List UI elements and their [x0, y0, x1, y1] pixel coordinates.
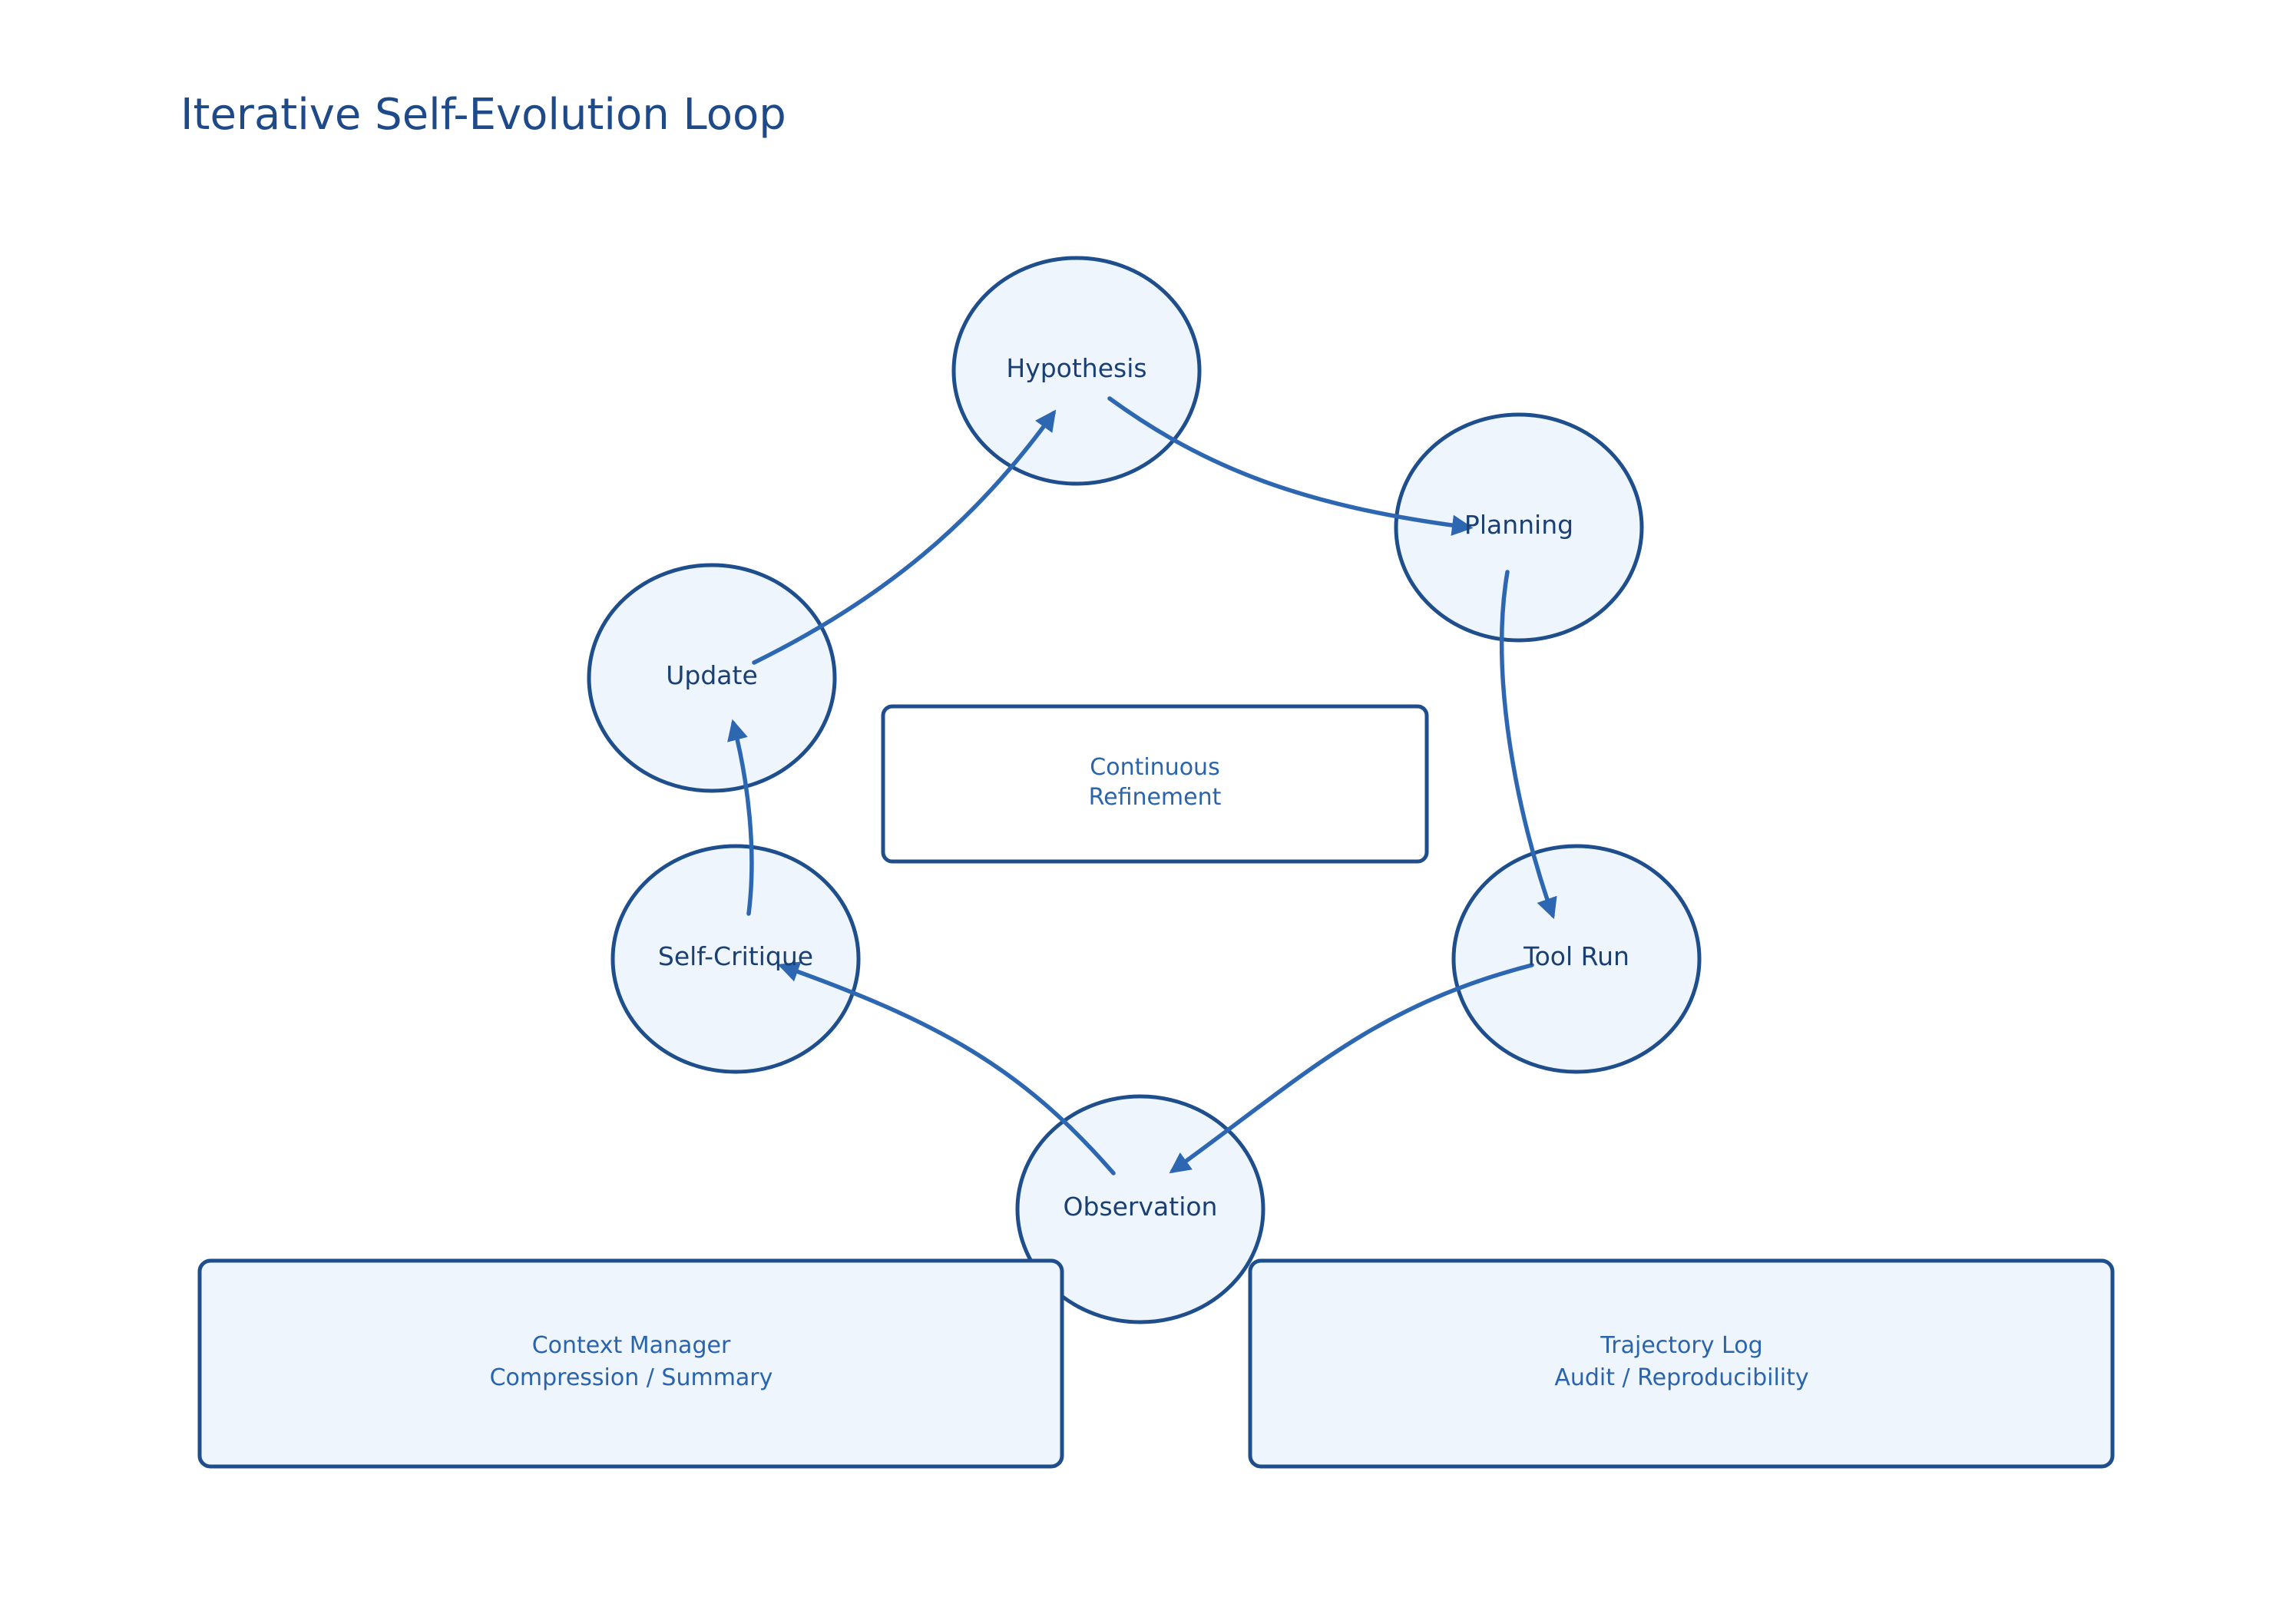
node-self-critique-label: Self-Critique [658, 941, 813, 971]
node-hypothesis-shape [951, 256, 1202, 486]
trajectory-log-box-shape [1248, 1258, 2115, 1469]
node-planning[interactable] [1394, 412, 1644, 643]
trajectory-log-box[interactable]: Trajectory Log Audit / Reproducibility [1248, 1258, 2115, 1469]
node-tool-run-shape [1451, 844, 1702, 1074]
node-update-shape [587, 563, 837, 793]
node-tool-run[interactable] [1451, 844, 1702, 1074]
diagram-title: Iterative Self-Evolution Loop [180, 90, 786, 140]
node-self-critique-shape [610, 844, 861, 1074]
center-box-shape [881, 704, 1429, 864]
context-manager-box[interactable]: Context Manager Compression / Summary [197, 1258, 1064, 1469]
node-observation[interactable] [1015, 1094, 1265, 1324]
center-box[interactable]: Continuous Refinement [881, 704, 1429, 864]
node-observation-shape [1015, 1094, 1265, 1324]
edge-self-critique-to-update [727, 719, 754, 916]
node-hypothesis[interactable] [951, 256, 1202, 486]
trajectory-log-box-line-2: Audit / Reproducibility [1554, 1364, 1808, 1391]
node-tool-run-label: Tool Run [1523, 941, 1629, 971]
edge-tool-run-to-observation [1169, 963, 1534, 1174]
node-planning-shape [1394, 412, 1644, 643]
node-update[interactable] [587, 563, 837, 793]
node-observation-label: Observation [1064, 1192, 1218, 1222]
trajectory-log-box-line-1: Trajectory Log [1600, 1332, 1762, 1359]
edge-update-to-hypothesis [752, 409, 1057, 665]
edge-observation-to-self-critique [777, 961, 1116, 1175]
center-box-line-2: Refinement [1089, 784, 1222, 811]
context-manager-box-shape [197, 1258, 1064, 1469]
node-self-critique[interactable] [610, 844, 861, 1074]
node-planning-label: Planning [1464, 510, 1573, 540]
edge-hypothesis-to-planning [1107, 396, 1474, 536]
node-update-label: Update [666, 660, 758, 690]
context-manager-box-line-2: Compression / Summary [490, 1364, 773, 1391]
edge-planning-to-tool-run [1500, 570, 1557, 920]
node-hypothesis-label: Hypothesis [1006, 353, 1146, 383]
context-manager-box-line-1: Context Manager [532, 1332, 731, 1359]
center-box-line-1: Continuous [1090, 754, 1219, 781]
